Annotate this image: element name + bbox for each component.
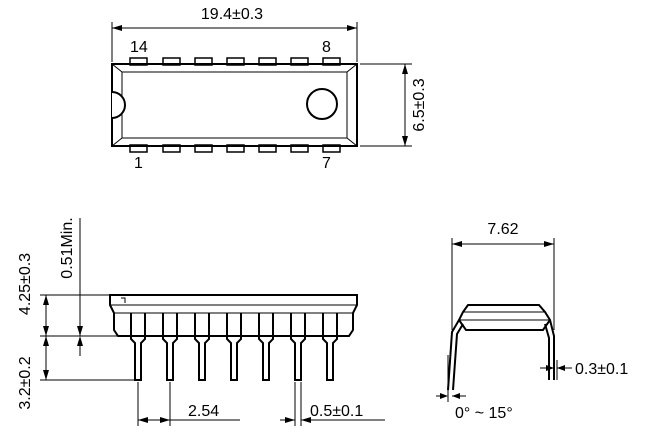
arrow-head bbox=[347, 25, 357, 31]
side-leads bbox=[130, 313, 338, 381]
body-height-label: 4.25±0.3 bbox=[17, 253, 34, 315]
pin-7-label: 7 bbox=[322, 155, 331, 172]
package-body-outline bbox=[111, 63, 358, 147]
lead-thickness-label: 0.3±0.1 bbox=[575, 361, 628, 378]
lead-width-label: 0.5±0.1 bbox=[310, 403, 363, 420]
row-spacing-label: 7.62 bbox=[487, 221, 518, 238]
left-lead bbox=[447, 319, 460, 391]
ejector-pin-mark bbox=[306, 88, 338, 120]
standoff-label: 0.51Min. bbox=[59, 217, 76, 278]
length-dimension-label: 19.4±0.3 bbox=[201, 6, 263, 23]
lead-length-label: 3.2±0.2 bbox=[17, 356, 34, 409]
package-body-bevel bbox=[121, 71, 348, 139]
end-body-outline bbox=[457, 304, 552, 331]
top-view: 19.4±0.3 14 8 1 7 bbox=[111, 6, 428, 172]
pitch-label: 2.54 bbox=[188, 403, 219, 420]
pin-1-label: 1 bbox=[134, 155, 143, 172]
side-body-outline bbox=[109, 294, 358, 337]
width-dimension-label: 6.5±0.3 bbox=[411, 78, 428, 131]
pin-8-label: 8 bbox=[322, 39, 331, 56]
pin-14-label: 14 bbox=[130, 39, 148, 56]
side-view: 4.25±0.3 3.2±0.2 0.51Min. 2.54 0.5±0.1 bbox=[17, 217, 385, 426]
right-lead bbox=[549, 319, 555, 380]
end-view: 7.62 0° ~ 15° 0.3±0.1 bbox=[436, 221, 628, 422]
arrow-head bbox=[112, 25, 122, 31]
lead-angle-label: 0° ~ 15° bbox=[455, 405, 513, 422]
orientation-notch bbox=[111, 91, 126, 119]
